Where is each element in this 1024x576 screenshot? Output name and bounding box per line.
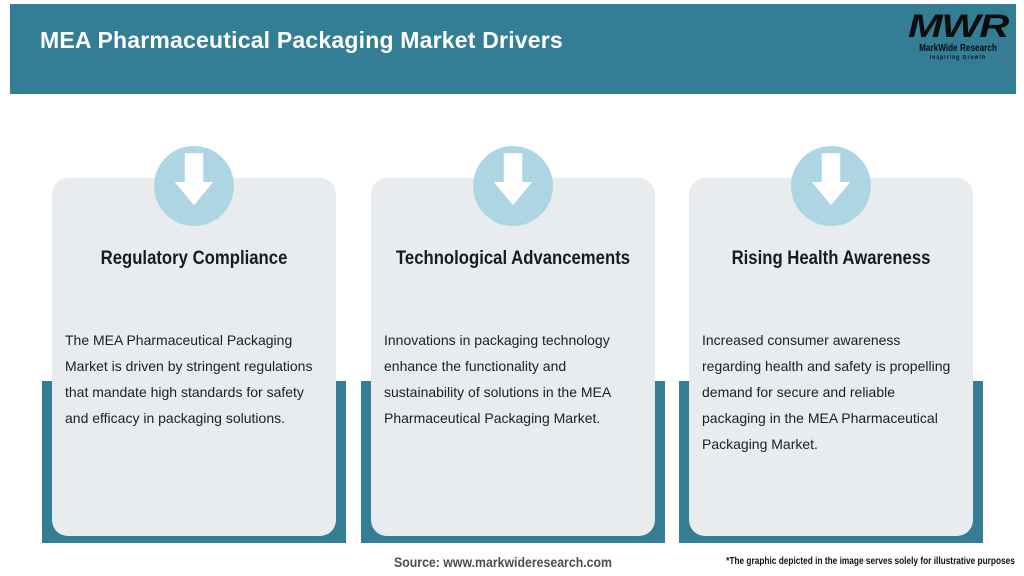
card-title: Technological Advancements xyxy=(395,248,631,269)
card-body: The MEA Pharmaceutical Packaging Market … xyxy=(65,332,313,426)
logo-name: MarkWide Research xyxy=(919,43,997,54)
header-bar: MEA Pharmaceutical Packaging Market Driv… xyxy=(10,4,1016,94)
card-title: Regulatory Compliance xyxy=(100,248,288,269)
driver-card-group-1: Regulatory Compliance The MEA Pharmaceut… xyxy=(42,0,346,576)
page-title: MEA Pharmaceutical Packaging Market Driv… xyxy=(40,27,563,53)
driver-card: Technological Advancements Innovations i… xyxy=(371,178,655,536)
arrow-down-icon xyxy=(473,146,553,226)
driver-card-group-3: Rising Health Awareness Increased consum… xyxy=(679,0,983,576)
driver-card-group-2: Technological Advancements Innovations i… xyxy=(361,0,665,576)
driver-card: Regulatory Compliance The MEA Pharmaceut… xyxy=(52,178,336,536)
card-title: Rising Health Awareness xyxy=(731,248,931,269)
card-body: Increased consumer awareness regarding h… xyxy=(702,332,951,452)
markwide-logo: MWR MarkWide Research Inspiring Growth xyxy=(906,10,1010,61)
logo-monogram: MWR xyxy=(907,8,1009,44)
disclaimer-note: *The graphic depicted in the image serve… xyxy=(726,556,1015,567)
driver-card: Rising Health Awareness Increased consum… xyxy=(689,178,973,536)
arrow-down-icon xyxy=(154,146,234,226)
source-link[interactable]: Source: www.markwideresearch.com xyxy=(394,554,612,570)
arrow-down-icon xyxy=(791,146,871,226)
logo-tagline: Inspiring Growth xyxy=(929,55,987,61)
card-body: Innovations in packaging technology enha… xyxy=(384,332,612,426)
